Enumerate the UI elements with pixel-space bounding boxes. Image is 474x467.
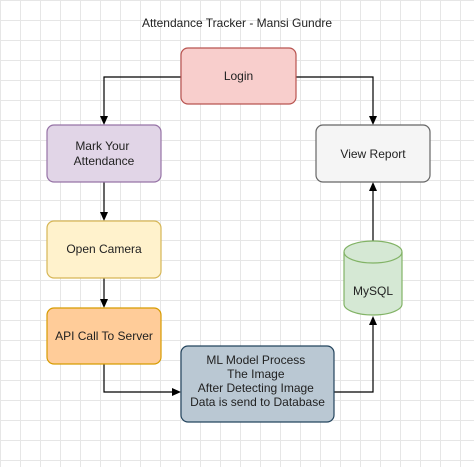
node-login: Login <box>180 47 297 105</box>
node-open-camera: Open Camera <box>46 220 162 279</box>
node-mark-attendance: Mark Your Attendance <box>46 124 162 183</box>
edge-mysql-to-view-report <box>369 182 377 241</box>
node-ml-process: ML Model Process The Image After Detecti… <box>180 345 335 423</box>
node-ml-process-label: ML Model Process The Image After Detecti… <box>190 353 325 409</box>
node-mark-attendance-label: Mark Your Attendance <box>74 139 135 168</box>
edge-mark-attendance-to-open-camera <box>100 182 108 221</box>
edge-login-to-view-report <box>296 76 377 125</box>
node-api-call: API Call To Server <box>46 307 162 365</box>
edge-ml-process-to-mysql <box>334 316 377 393</box>
diagram-title: Attendance Tracker - Mansi Gundre <box>142 16 332 30</box>
edge-api-call-to-ml-process <box>103 364 181 396</box>
node-mysql: MySQL <box>343 240 403 316</box>
node-open-camera-label: Open Camera <box>66 242 142 256</box>
node-view-report-label: View Report <box>340 147 406 161</box>
node-view-report: View Report <box>315 124 431 183</box>
node-mysql-label: MySQL <box>353 284 393 298</box>
edge-login-to-mark-attendance <box>100 76 181 125</box>
node-api-call-label: API Call To Server <box>55 329 153 343</box>
nodes: Login View Report Mark Your Attendance O… <box>46 47 431 423</box>
node-login-label: Login <box>224 69 253 83</box>
edges <box>100 76 377 396</box>
edge-open-camera-to-api-call <box>100 278 108 308</box>
